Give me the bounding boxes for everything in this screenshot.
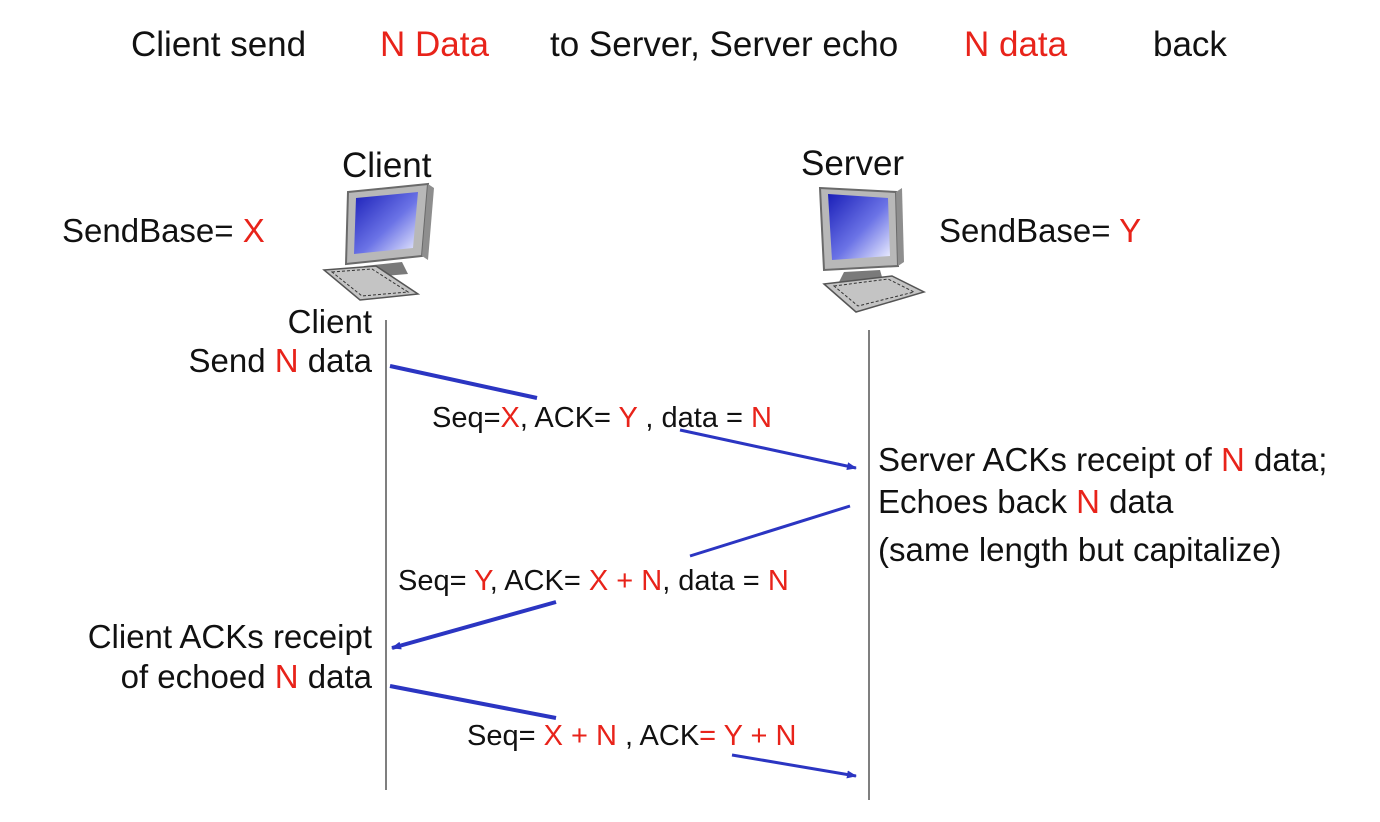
title-part-back: back (1153, 25, 1227, 64)
server-sendbase-label: SendBase= (939, 212, 1111, 249)
server-sendbase-value: Y (1119, 212, 1142, 249)
client-computer-icon (322, 182, 434, 301)
message-3-label: Seq= X + N , ACK= Y + N (467, 720, 797, 752)
client-label: Client (342, 146, 432, 185)
title-part-n-data: N Data (380, 25, 489, 64)
title-part-client-send: Client send (131, 25, 307, 64)
message-2-label: Seq= Y, ACK= X + N, data = N (398, 565, 789, 597)
client-ack-line-2: of echoed N data (120, 658, 372, 695)
server-sendbase: SendBase= Y (939, 214, 1141, 247)
title-part-to-server: to Server, Server echo (550, 25, 899, 64)
message-arrow-1 (389, 364, 857, 471)
client-send-line-1: Client (287, 303, 372, 340)
server-ack-line-1: Server ACKs receipt of N data; (878, 441, 1328, 478)
message-1-label: Seq=X, ACK= Y , data = N (432, 402, 772, 434)
message-arrow-2 (391, 504, 851, 650)
server-ack-line-3: (same length but capitalize) (878, 531, 1282, 568)
client-send-line-2: Send N data (188, 342, 373, 379)
client-sendbase-label: SendBase= (62, 212, 234, 249)
client-sendbase-value: X (242, 212, 265, 249)
server-computer-icon (818, 186, 927, 313)
title-part-n-data-2: N data (964, 25, 1068, 64)
server-ack-line-2: Echoes back N data (878, 483, 1174, 520)
client-sendbase: SendBase= X (62, 214, 265, 247)
message-arrow-3 (389, 684, 857, 779)
server-label: Server (801, 144, 905, 183)
client-ack-line-1: Client ACKs receipt (87, 618, 372, 655)
